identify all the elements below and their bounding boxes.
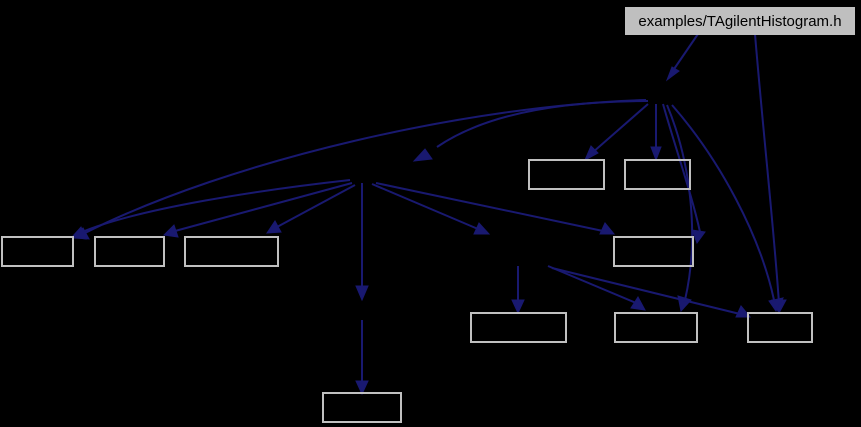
edge-n6-to-n9 — [551, 267, 741, 315]
graph-node[interactable] — [624, 159, 691, 190]
graph-node[interactable] — [528, 159, 605, 190]
graph-node[interactable] — [613, 236, 694, 267]
edge-hubB-to-n6 — [375, 182, 604, 232]
arrowhead-hubB-to-n10 — [355, 380, 369, 396]
node-box-empty[interactable] — [747, 312, 813, 343]
edge-hubB-to-n1-curve — [81, 179, 351, 233]
arrowhead-hubB-to-n2 — [162, 224, 179, 238]
arrowhead-hubA-to-n5 — [650, 146, 662, 162]
arrowhead-hubB-to-n7dir — [473, 222, 491, 235]
graph-node[interactable] — [614, 312, 698, 343]
arrowhead-hubA-to-n8 — [677, 295, 692, 313]
node-box-empty[interactable] — [184, 236, 279, 267]
graph-node[interactable] — [184, 236, 279, 267]
node-box-empty[interactable] — [470, 312, 567, 343]
graph-node[interactable] — [94, 236, 165, 267]
graph-nodes: examples/TAgilentHistogram.h — [1, 7, 855, 423]
arrowhead-hubA-to-hubB-long — [412, 148, 433, 162]
node-box-root[interactable] — [625, 7, 855, 35]
edge-hubA-to-n1-arc — [84, 99, 647, 234]
edge-hubB-to-n2 — [174, 182, 353, 232]
edge-hubB-to-n3 — [276, 184, 356, 228]
arrowhead-hubA-to-n6 — [691, 229, 706, 245]
arrowhead-n6-to-n8 — [630, 296, 646, 311]
graph-node[interactable]: examples/TAgilentHistogram.h — [625, 7, 855, 35]
node-box-empty[interactable] — [528, 159, 605, 190]
node-label: examples/TAgilentHistogram.h — [638, 13, 841, 30]
edge-hubA-to-n8 — [666, 104, 694, 301]
edge-hubA-to-n9 — [671, 104, 775, 301]
edge-hubA-to-n4 — [591, 103, 649, 154]
arrowhead-hubA-to-n4 — [583, 145, 599, 162]
arrowhead-hubB-mid — [355, 285, 369, 302]
edge-hubA-to-n6 — [662, 103, 701, 233]
node-box-empty[interactable] — [1, 236, 74, 267]
graph-node[interactable] — [470, 312, 567, 343]
graph-edges — [71, 33, 787, 396]
arrowhead-n6-to-n9 — [735, 305, 752, 318]
arrowhead-hubA-to-n9 — [768, 297, 784, 312]
node-box-empty[interactable] — [624, 159, 691, 190]
node-box-empty[interactable] — [94, 236, 165, 267]
arrowhead-n6-to-n7 — [511, 299, 525, 315]
arrowhead-hubB-to-n6 — [599, 222, 616, 235]
node-box-empty[interactable] — [322, 392, 402, 423]
edge-n6-to-n8 — [547, 265, 637, 304]
arrowhead-title-to-hubA — [665, 66, 680, 82]
arrowhead-hubB-to-n3 — [266, 220, 282, 234]
graph-node[interactable] — [322, 392, 402, 423]
graph-node[interactable] — [1, 236, 74, 267]
edge-title-to-hubA — [671, 33, 699, 73]
node-box-empty[interactable] — [613, 236, 694, 267]
node-box-empty[interactable] — [614, 312, 698, 343]
edge-hubB-to-n7dir — [371, 183, 479, 230]
arrowhead-hubA-to-n1-arc — [72, 227, 90, 240]
edge-title-to-n9 — [754, 33, 780, 305]
graph-node[interactable] — [747, 312, 813, 343]
